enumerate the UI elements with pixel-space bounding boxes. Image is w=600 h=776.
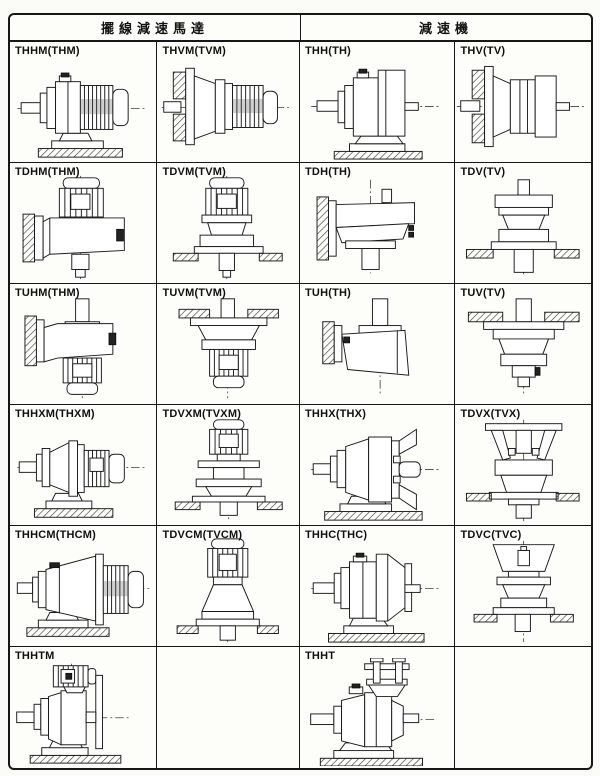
tuh-technical-drawing: [322, 298, 410, 397]
thhxm-technical-drawing: [17, 440, 148, 518]
model-cell-thhxm-thxm: THHXM(THXM): [10, 405, 158, 526]
model-label: THHT: [305, 650, 336, 662]
model-cell-thhx-thx: THHX(THX): [300, 405, 456, 526]
model-label: THHM(THM): [15, 45, 80, 57]
model-label: THHCM(THCM): [15, 529, 97, 541]
model-label: TDHM(THM): [15, 166, 80, 178]
tdvcm-technical-drawing: [177, 538, 280, 643]
model-grid: THHM(THM) THVM(TVM) THH(TH) THV(TV) TDHM(THM…: [10, 42, 591, 768]
model-label: TUV(TV): [460, 287, 506, 299]
tuvm-technical-drawing: [179, 298, 280, 399]
model-cell-tdv-tv: TDV(TV): [455, 163, 591, 284]
model-label: THHTM: [15, 650, 55, 662]
thht-technical-drawing: [310, 658, 437, 766]
model-cell-tuh-th: TUH(TH): [300, 284, 456, 405]
empty-cell: [157, 647, 300, 768]
model-cell-thhtm: THHTM: [10, 647, 158, 768]
model-cell-thv-tv: THV(TV): [455, 42, 591, 163]
model-cell-tuv-tv: TUV(TV): [455, 284, 591, 405]
model-label: THH(TH): [305, 45, 351, 57]
model-cell-thhm-thm: THHM(THM): [10, 42, 158, 163]
model-label: TDVC(TVC): [460, 529, 522, 541]
model-cell-thhc-thc: THHC(THC): [300, 526, 456, 647]
model-label: THHX(THX): [305, 408, 367, 420]
model-cell-tdvxm-tvxm: TDVXM(TVXM): [157, 405, 300, 526]
tdhm-technical-drawing: [22, 175, 125, 280]
model-label: THHXM(THXM): [15, 408, 95, 420]
model-cell-tdhm-thm: TDHM(THM): [10, 163, 158, 284]
thh-technical-drawing: [311, 68, 440, 160]
thhx-technical-drawing: [311, 428, 442, 521]
header-reducer-section: 減速機: [418, 21, 473, 36]
model-cell-tuhm-thm: TUHM(THM): [10, 284, 158, 405]
thhcm-technical-drawing: [16, 553, 150, 637]
tdh-technical-drawing: [316, 179, 415, 274]
model-label: TDH(TH): [305, 166, 351, 178]
model-label: THV(TV): [460, 45, 506, 57]
model-label: THHC(THC): [305, 529, 368, 541]
tuv-technical-drawing: [468, 298, 581, 397]
table-header: 擺線減速馬達 減速機: [10, 15, 591, 42]
tdvc-technical-drawing: [474, 540, 575, 643]
tdvx-technical-drawing: [466, 419, 581, 522]
header-gearmotor-section: 擺線減速馬達: [10, 15, 301, 40]
model-cell-thht: THHT: [300, 647, 456, 768]
model-cell-thh-th: THH(TH): [300, 42, 456, 163]
thhc-technical-drawing: [311, 552, 442, 643]
model-label: TUVM(TVM): [162, 287, 226, 299]
tdvxm-technical-drawing: [175, 419, 284, 520]
thv-technical-drawing: [457, 65, 586, 148]
model-cell-thhcm-thcm: THHCM(THCM): [10, 526, 158, 647]
empty-cell: [455, 647, 591, 768]
model-cell-tdvm-tvm: TDVM(TVM): [157, 163, 300, 284]
model-cell-tdh-th: TDH(TH): [300, 163, 456, 284]
model-cell-tuvm-tvm: TUVM(TVM): [157, 284, 300, 405]
tdv-technical-drawing: [466, 179, 581, 278]
model-label: TDVXM(TVXM): [162, 408, 242, 420]
model-cell-thvm-tvm: THVM(TVM): [157, 42, 300, 163]
catalog-table: 擺線減速馬達 減速機 THHM(THM) THVM(TVM) THH(TH) THV(…: [8, 13, 593, 770]
model-cell-tdvx-tvx: TDVX(TVX): [455, 405, 591, 526]
model-label: TUHM(THM): [15, 287, 80, 299]
model-cell-tdvc-tvc: TDVC(TVC): [455, 526, 591, 647]
tdvm-technical-drawing: [173, 175, 284, 280]
thhtm-technical-drawing: [16, 663, 129, 764]
thvm-technical-drawing: [162, 67, 293, 146]
model-label: TUH(TH): [305, 287, 351, 299]
tuhm-technical-drawing: [24, 298, 117, 399]
model-label: TDVCM(TVCM): [162, 529, 243, 541]
model-label: THVM(TVM): [162, 45, 226, 57]
thhm-technical-drawing: [17, 72, 148, 158]
model-label: TDVX(TVX): [460, 408, 521, 420]
model-cell-tdvcm-tvcm: TDVCM(TVCM): [157, 526, 300, 647]
model-label: TDVM(TVM): [162, 166, 226, 178]
model-label: TDV(TV): [460, 166, 506, 178]
